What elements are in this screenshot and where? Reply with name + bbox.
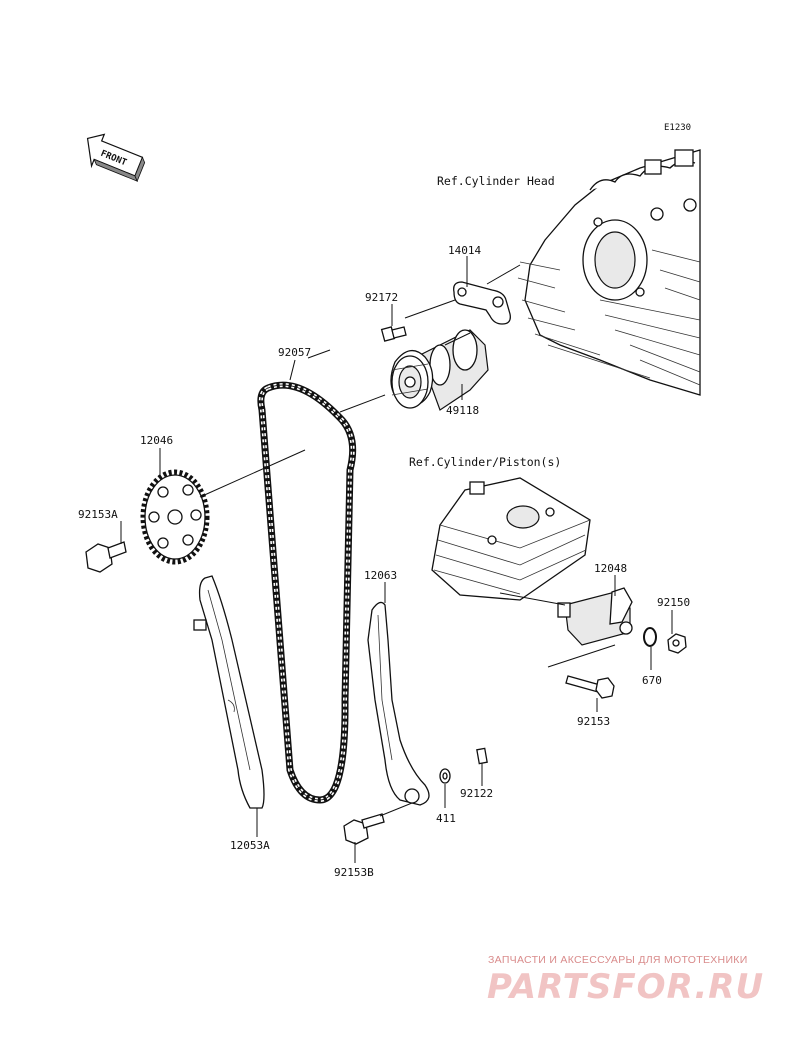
part-49118 xyxy=(390,329,489,411)
part-92122 xyxy=(476,747,488,765)
part-14014 xyxy=(453,281,511,325)
part-92057 xyxy=(257,381,357,804)
part-12048 xyxy=(557,587,633,646)
front-arrow-icon: FRONT xyxy=(86,133,146,183)
part-12063 xyxy=(367,601,430,806)
label-92057: 92057 xyxy=(278,346,311,359)
part-92153A xyxy=(85,541,127,573)
part-92172 xyxy=(380,326,407,342)
label-92153: 92153 xyxy=(577,715,610,728)
watermark-logo: PARTSFOR.RU xyxy=(487,967,764,1007)
watermark-caption: ЗАПЧАСТИ И АКСЕССУАРЫ ДЛЯ МОТОТЕХНИКИ xyxy=(488,954,748,966)
ref-cylinder-head: Ref.Cylinder Head xyxy=(437,174,555,188)
label-670: 670 xyxy=(642,674,662,687)
label-92153A: 92153A xyxy=(78,508,118,521)
cylinder-block xyxy=(431,477,591,601)
leader-lines xyxy=(120,256,673,863)
diagram-code: E1230 xyxy=(664,123,691,133)
cylinder-head xyxy=(517,149,701,396)
label-12063: 12063 xyxy=(364,569,397,582)
label-12048: 12048 xyxy=(594,562,627,575)
label-92122: 92122 xyxy=(460,787,493,800)
label-92150: 92150 xyxy=(657,596,690,609)
ref-cylinder-piston: Ref.Cylinder/Piston(s) xyxy=(409,455,561,469)
part-12046 xyxy=(140,469,210,565)
part-92153B xyxy=(343,813,385,845)
label-411: 411 xyxy=(436,812,456,825)
part-92153 xyxy=(565,675,615,699)
part-92150 xyxy=(667,633,687,654)
label-12046: 12046 xyxy=(140,434,173,447)
label-49118: 49118 xyxy=(446,404,479,417)
part-670 xyxy=(643,627,657,647)
label-92153B: 92153B xyxy=(334,866,374,879)
label-92172: 92172 xyxy=(365,291,398,304)
part-411 xyxy=(439,768,451,784)
label-14014: 14014 xyxy=(448,244,481,257)
label-12053A: 12053A xyxy=(230,839,270,852)
part-12053A xyxy=(193,575,265,809)
